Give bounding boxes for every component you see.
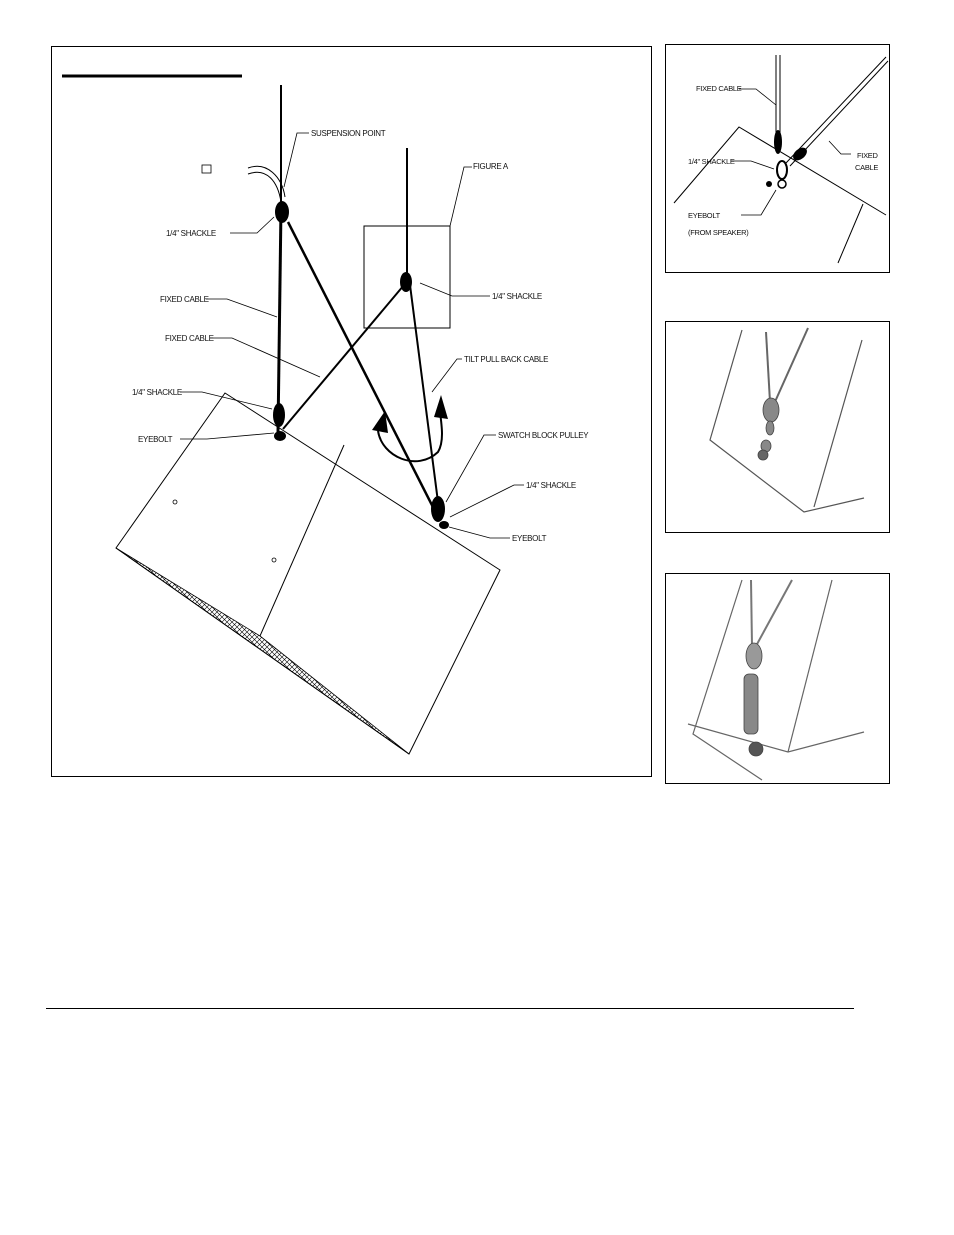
- label-eyebolt-left: EYEBOLT: [138, 435, 173, 444]
- bottom-divider-rule: [46, 1008, 854, 1009]
- hardware: [273, 201, 449, 529]
- label-shackle-top-left: 1/4" SHACKLE: [166, 229, 216, 238]
- figure-a-leader-lines: [731, 88, 851, 216]
- leader-lines: [180, 132, 524, 539]
- label-tilt-pull-back-cable: TILT PULL BACK CABLE: [464, 355, 548, 364]
- cables: [247, 85, 440, 518]
- figure-a-detail: FIXED CABLE 1/4" SHACKLE FIXED CABLE EYE…: [665, 44, 890, 273]
- label-shackle-lower-right: 1/4" SHACKLE: [526, 481, 576, 490]
- power-plug: [201, 164, 212, 174]
- photo-rigging-detail-2: [665, 573, 890, 784]
- right-shackle: [400, 272, 412, 292]
- label-suspension-point: SUSPENSION POINT: [311, 129, 386, 138]
- figure-a-callout-box: [363, 225, 451, 329]
- figure-a-hardware: [766, 130, 807, 189]
- lower-left-shackle: [273, 403, 285, 427]
- eyebolt-left: [274, 431, 286, 441]
- swatch-block-pulley: [431, 496, 445, 522]
- label-fig-a-eyebolt-line1: EYEBOLT: [688, 211, 721, 220]
- speaker-grille: [115, 547, 410, 755]
- label-fig-a-fixed-cable-top: FIXED CABLE: [696, 84, 742, 93]
- photo-2-drawing: [687, 579, 865, 781]
- photo-1-hardware: [757, 397, 780, 461]
- figure-a-drawing: FIXED CABLE 1/4" SHACKLE FIXED CABLE EYE…: [673, 55, 889, 264]
- tilt-arrow: [372, 395, 448, 463]
- label-eyebolt-right: EYEBOLT: [512, 534, 547, 543]
- speaker-cabinet: [115, 392, 501, 755]
- label-shackle-right: 1/4" SHACKLE: [492, 292, 542, 301]
- label-fig-a-eyebolt-line2: (FROM SPEAKER): [688, 228, 749, 237]
- label-fig-a-fixed-line1: FIXED: [857, 151, 878, 160]
- rigging-drawing: SUSPENSION POINT FIGURE A 1/4" SHACKLE 1…: [62, 74, 590, 755]
- label-fig-a-shackle: 1/4" SHACKLE: [688, 157, 735, 166]
- main-rigging-diagram: SUSPENSION POINT FIGURE A 1/4" SHACKLE 1…: [51, 46, 652, 777]
- label-fixed-cable-2: FIXED CABLE: [165, 334, 214, 343]
- label-fixed-cable-1: FIXED CABLE: [160, 295, 209, 304]
- label-shackle-lower-left: 1/4" SHACKLE: [132, 388, 182, 397]
- photo-rigging-detail-1: [665, 321, 890, 533]
- top-shackle: [275, 201, 289, 223]
- photo-2-hardware: [743, 642, 764, 757]
- label-fig-a-cable-line2: CABLE: [855, 163, 878, 172]
- label-figure-a: FIGURE A: [473, 162, 509, 171]
- label-swatch-block-pulley: SWATCH BLOCK PULLEY: [498, 431, 589, 440]
- eyebolt-right: [439, 521, 449, 529]
- photo-1-drawing: [709, 327, 865, 513]
